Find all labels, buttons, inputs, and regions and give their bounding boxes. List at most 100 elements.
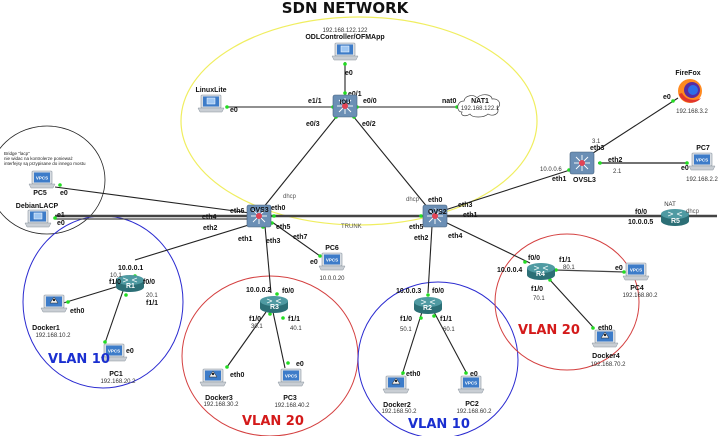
node-docker3[interactable]: Docker3 192.168.30.2 — [200, 369, 239, 408]
vpcs-icon — [689, 153, 715, 170]
port-label: eth4 — [202, 214, 217, 221]
port-label: f0/0 — [635, 209, 647, 216]
pc6-ip: 10.0.0.20 — [319, 276, 345, 282]
port-label: f0/0 — [282, 288, 294, 295]
link-r3-docker3 — [226, 311, 267, 368]
node-firefox[interactable]: FireFox 192.168.3.2 — [675, 70, 708, 115]
vlan-label-r1: VLAN 10 — [48, 352, 110, 367]
node-docker2[interactable]: Docker2 192.168.50.2 — [381, 376, 417, 415]
docker4-ip: 192.168.70.2 — [590, 362, 626, 368]
port-label: e0 — [296, 361, 304, 368]
link-ovs3-pc6 — [271, 221, 321, 257]
port-label: eth3 — [266, 238, 281, 245]
docker3-ip: 192.168.30.2 — [203, 402, 239, 408]
vpcs-icon — [623, 263, 649, 280]
node-nat1[interactable]: NAT1 192.168.122.1 — [457, 94, 501, 118]
r3-ip: 10.0.0.2 — [246, 287, 271, 294]
node-r4[interactable]: R4 — [526, 262, 556, 281]
node-r5[interactable]: NAT R5 dhcp — [660, 202, 700, 227]
node-ovs2[interactable]: OVS2 — [422, 204, 448, 228]
port-ip: 10.1 — [110, 273, 122, 279]
port-label: e0 — [345, 70, 353, 77]
ovs3-name: OVS3 — [250, 207, 269, 214]
node-docker1[interactable]: Docker1 192.168.10.2 — [32, 295, 71, 339]
odl-ip: 192.168.122.122 — [322, 28, 368, 34]
server-icon — [198, 95, 224, 112]
link-ovs3-r1 — [134, 222, 256, 261]
port-label: f0/0 — [143, 279, 155, 286]
iou-name: IOU — [340, 100, 351, 106]
node-debianlacp[interactable]: DebianLACP — [16, 203, 59, 227]
node-r1[interactable]: R1 — [115, 274, 145, 293]
link-iou-ovs2 — [352, 115, 429, 209]
port-label: eth3 — [590, 145, 605, 152]
docker4-name: Docker4 — [592, 353, 620, 360]
node-pc7[interactable]: PC7 192.168.2.2 — [686, 145, 718, 183]
r2-name: R2 — [423, 305, 432, 312]
pc1-ip: 192.168.20.2 — [100, 379, 136, 385]
port-ip: 20.1 — [146, 293, 158, 299]
r3-name: R3 — [270, 304, 279, 311]
port-label: nat0 — [442, 98, 457, 105]
vlan10-r2-region — [357, 281, 519, 436]
link-r4-pc4 — [554, 269, 626, 273]
node-docker4[interactable]: Docker4 192.168.70.2 — [590, 330, 626, 368]
node-pc5[interactable]: PC5 — [29, 171, 55, 197]
docker-icon — [592, 330, 618, 347]
port-label: e0/2 — [362, 121, 376, 128]
pc7-ip: 192.168.2.2 — [686, 177, 718, 183]
link-pc5-ovs3 — [54, 186, 251, 214]
port-ip: 30.1 — [251, 324, 263, 330]
node-pc6[interactable]: PC6 10.0.0.20 — [319, 245, 345, 282]
node-pc4[interactable]: PC4 192.168.80.2 — [622, 263, 658, 299]
r4-name: R4 — [536, 271, 545, 278]
link-r4-docker4 — [549, 279, 594, 328]
node-ovs3[interactable]: OVS3 — [246, 204, 272, 228]
port-label: e0/3 — [306, 121, 320, 128]
node-ovsl3[interactable]: OVSL3 — [569, 151, 596, 184]
docker-icon — [200, 369, 226, 386]
node-iou[interactable]: IOU — [332, 94, 358, 118]
pc6-name: PC6 — [325, 245, 339, 252]
server-icon — [25, 210, 51, 227]
server-icon — [332, 43, 358, 60]
port-label: eth0 — [271, 205, 286, 212]
port-label: f1/1 — [146, 300, 158, 307]
port-label: eth1 — [238, 236, 253, 243]
firefox-ip: 192.168.3.2 — [676, 109, 708, 115]
port-label: f1/1 — [559, 257, 571, 264]
port-label: eth3 — [458, 202, 473, 209]
node-odl-controller[interactable]: 192.168.122.122 ODLController/OFMApp — [305, 28, 385, 60]
port-label: e0 — [615, 265, 623, 272]
port-label: f1/0 — [109, 279, 121, 286]
r1-name: R1 — [126, 283, 135, 290]
nat1-ip: 192.168.122.1 — [461, 106, 500, 112]
vlan-label-r3: VLAN 20 — [242, 414, 304, 429]
port-label: f1/1 — [288, 316, 300, 323]
vlan-label-r2: VLAN 10 — [408, 417, 470, 432]
node-pc1[interactable]: PC1 192.168.20.2 — [100, 344, 136, 385]
node-r2[interactable]: R2 — [413, 296, 443, 315]
port-ip: 40.1 — [290, 326, 302, 332]
link-r2-pc2 — [433, 311, 467, 373]
port-label: e1 — [57, 212, 65, 219]
cloud-icon — [457, 94, 501, 118]
port-label: eth4 — [448, 233, 463, 240]
node-linuxlite[interactable]: LinuxLite — [195, 87, 227, 112]
docker1-ip: 192.168.10.2 — [35, 333, 71, 339]
link-r1-pc1 — [104, 287, 125, 344]
port-ip: 70.1 — [533, 296, 545, 302]
node-pc2[interactable]: PC2 192.168.60.2 — [456, 376, 492, 415]
ovs2-name: OVS2 — [428, 209, 447, 216]
port-label: e0 — [230, 107, 238, 114]
node-r3[interactable]: R3 — [259, 295, 289, 314]
port-label: eth5 — [409, 224, 424, 231]
link-ovs2-r4 — [444, 221, 531, 264]
port-label: eth1 — [463, 212, 478, 219]
link-ovs3-r3 — [264, 225, 272, 294]
node-pc3[interactable]: PC3 192.168.40.2 — [274, 369, 310, 409]
pc7-name: PC7 — [696, 145, 710, 152]
link-iou-ovs3 — [262, 115, 338, 209]
port-label: eth2 — [203, 225, 218, 232]
port-ip: 3.1 — [592, 139, 601, 145]
